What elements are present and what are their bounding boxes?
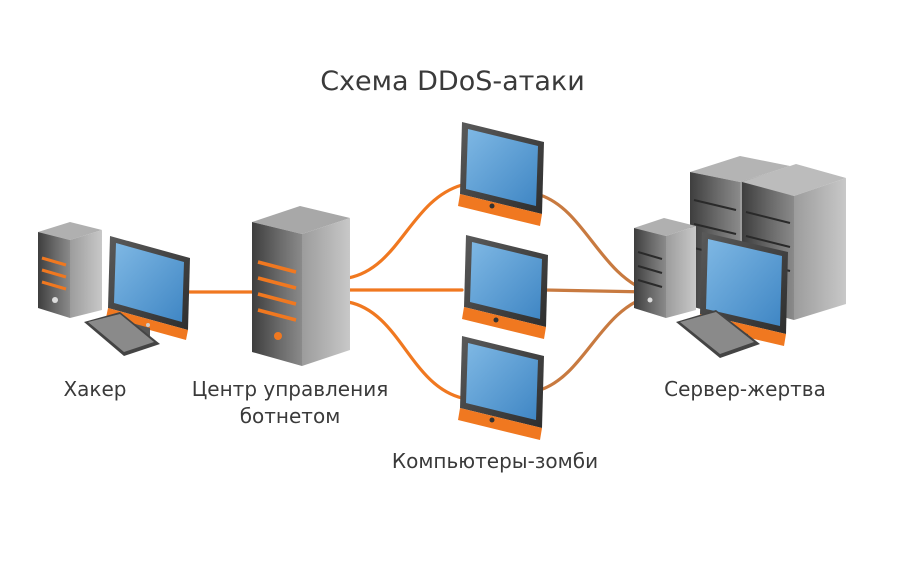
victim-keyboard-icon [676, 310, 760, 358]
hacker-tower-icon [38, 222, 102, 318]
victim-server [634, 156, 846, 358]
label-hacker: Хакер [63, 377, 127, 401]
label-victim: Сервер-жертва [664, 377, 826, 401]
hacker-computer [38, 222, 190, 356]
label-control-center: Центр управления ботнетом [190, 376, 390, 430]
link-zombie-middle-to-victim [543, 288, 652, 294]
zombie-middle-monitor-icon [462, 235, 548, 339]
diagram-title: Схема DDoS-атаки [320, 66, 585, 97]
control-server-icon [252, 206, 350, 366]
zombie-computer-top [458, 122, 544, 226]
link-zombie-bottom-to-victim [538, 294, 652, 392]
zombie-bottom-monitor-icon [458, 336, 544, 440]
zombie-computer-middle [462, 235, 548, 339]
label-control-center-line1: Центр управления [191, 377, 389, 401]
connection-lines [178, 183, 652, 400]
zombie-top-monitor-icon [458, 122, 544, 226]
control-server [252, 206, 350, 366]
hacker-keyboard-icon [84, 312, 160, 356]
victim-small-tower-icon [634, 218, 696, 318]
zombie-computer-bottom [458, 336, 544, 440]
label-zombies: Компьютеры-зомби [391, 449, 599, 473]
link-control-to-zombie-top [346, 183, 464, 280]
label-control-center-line2: ботнетом [239, 404, 341, 428]
link-control-to-zombie-bottom [346, 300, 464, 400]
link-zombie-top-to-victim [538, 193, 652, 294]
